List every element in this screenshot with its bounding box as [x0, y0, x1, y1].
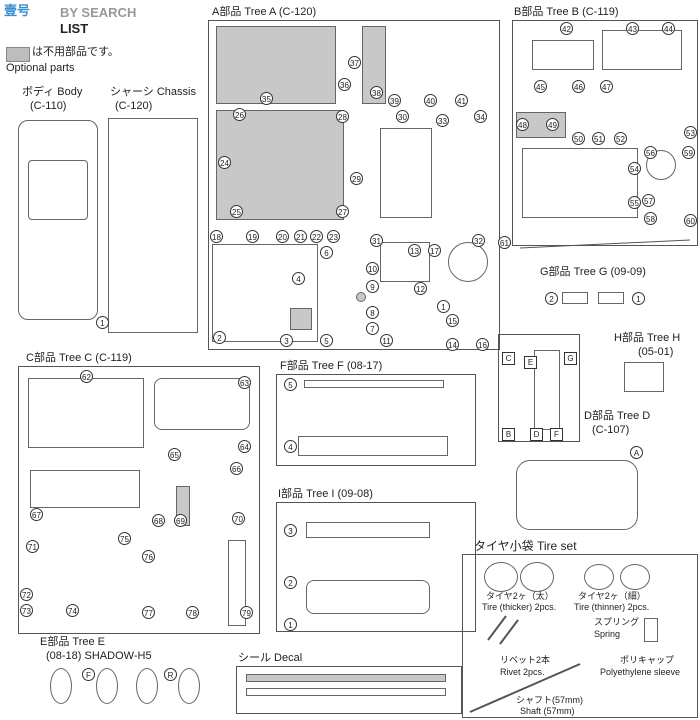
- part-a-13: [380, 242, 430, 282]
- tree-a-frame: [208, 20, 500, 350]
- tire-thin-jp: タイヤ2ヶ（細）: [578, 591, 646, 601]
- tire-thin-2: [620, 564, 650, 590]
- spring-en: Spring: [594, 629, 621, 639]
- part-d-window: [516, 460, 638, 530]
- tree-i-label: I部品 Tree I (09-08): [278, 488, 373, 500]
- tire-thin-1: [584, 564, 614, 590]
- wheel-2: [96, 668, 118, 704]
- part-d-lights: [534, 350, 560, 430]
- tree-h-label: H部品 Tree H: [614, 332, 681, 344]
- decal-sheet: [236, 666, 462, 714]
- part-c-79: [228, 540, 246, 626]
- decal-label: シール Decal: [238, 652, 303, 664]
- body-roof: [28, 160, 88, 220]
- wheel-4: [178, 668, 200, 704]
- wheel-3: [136, 668, 158, 704]
- tree-c-label: C部品 Tree C (C-119): [26, 352, 132, 364]
- decal-strip-1: [246, 674, 446, 682]
- tree-b-label: B部品 Tree B (C-119): [514, 6, 619, 18]
- tire-thick-1: [484, 562, 518, 592]
- watermark-text: BY SEARCH: [60, 5, 137, 20]
- rivet-en: Rivet 2pcs.: [500, 667, 545, 677]
- part-g-2: [562, 292, 588, 304]
- legend-en: Optional parts: [6, 62, 75, 74]
- tree-h-code: (05-01): [638, 346, 674, 358]
- part-a-4: [290, 308, 312, 330]
- shaft-jp: シャフト(57mm): [516, 695, 583, 705]
- part-b-54-55: [522, 148, 638, 218]
- tree-f-label: F部品 Tree F (08-17): [280, 360, 383, 372]
- part-f-4: [298, 436, 448, 456]
- tree-d-code: (C-107): [592, 424, 630, 436]
- part-a-35: [216, 26, 336, 104]
- part-a-29-30: [380, 128, 432, 218]
- tree-e-info: (08-18) SHADOW-H5: [46, 650, 152, 662]
- chassis-label: シャーシ Chassis: [110, 86, 196, 98]
- tree-g-label: G部品 Tree G (09-09): [540, 266, 646, 278]
- part-b-42: [532, 40, 594, 70]
- chassis-part-number: 1: [96, 316, 109, 329]
- wheel-1: [50, 668, 72, 704]
- tireset-frame: [462, 554, 698, 718]
- rivet-jp: リベット2本: [500, 655, 551, 665]
- page-title: LIST: [60, 21, 89, 36]
- poly-en: Polyethylene sleeve: [600, 667, 681, 677]
- part-a-8: [356, 292, 366, 302]
- tree-d-label: D部品 Tree D: [584, 410, 651, 422]
- body-label: ボディ Body: [22, 86, 83, 98]
- chassis-code: (C-120): [115, 100, 153, 112]
- part-f-5: [304, 380, 444, 388]
- tire-thick-en: Tire (thicker) 2pcs.: [482, 602, 557, 612]
- legend-jp: は不用部品です。: [32, 46, 119, 58]
- watermark-logo: 壹号: [4, 3, 31, 18]
- tire-thick-jp: タイヤ2ヶ（太）: [486, 591, 554, 601]
- part-i-3: [306, 522, 430, 538]
- decal-strip-2: [246, 688, 446, 696]
- part-c-63: [154, 378, 250, 430]
- spring-jp: スプリング: [594, 617, 640, 627]
- tireset-title: タイヤ小袋 Tire set: [474, 539, 577, 553]
- tire-thin-en: Tire (thinner) 2pcs.: [574, 602, 650, 612]
- tree-f-frame: [276, 374, 476, 466]
- part-b-43-44: [602, 30, 682, 70]
- body-shell: [18, 120, 98, 320]
- tree-b-frame: [512, 20, 698, 246]
- part-b-59: [646, 150, 676, 180]
- part-i-2: [306, 580, 430, 614]
- spring-icon: [644, 618, 658, 642]
- shaft-en: Shaft (57mm): [520, 706, 575, 716]
- optional-parts-swatch: [6, 47, 30, 62]
- tree-e-label: E部品 Tree E: [40, 636, 105, 648]
- body-code: (C-110): [30, 100, 67, 112]
- part-c-67: [30, 470, 140, 508]
- part-h: [624, 362, 664, 392]
- poly-jp: ポリキャップ: [620, 655, 675, 665]
- tree-d-frame: [498, 334, 580, 442]
- tree-a-label: A部品 Tree A (C-120): [212, 6, 317, 18]
- part-a-17: [448, 242, 488, 282]
- tree-i-frame: [276, 502, 476, 632]
- tree-c-frame: [18, 366, 260, 634]
- tire-thick-2: [520, 562, 554, 592]
- part-g-1: [598, 292, 624, 304]
- chassis-frame: [108, 118, 198, 333]
- tree-a-subframe: [212, 244, 318, 342]
- part-a-24-28: [216, 110, 344, 220]
